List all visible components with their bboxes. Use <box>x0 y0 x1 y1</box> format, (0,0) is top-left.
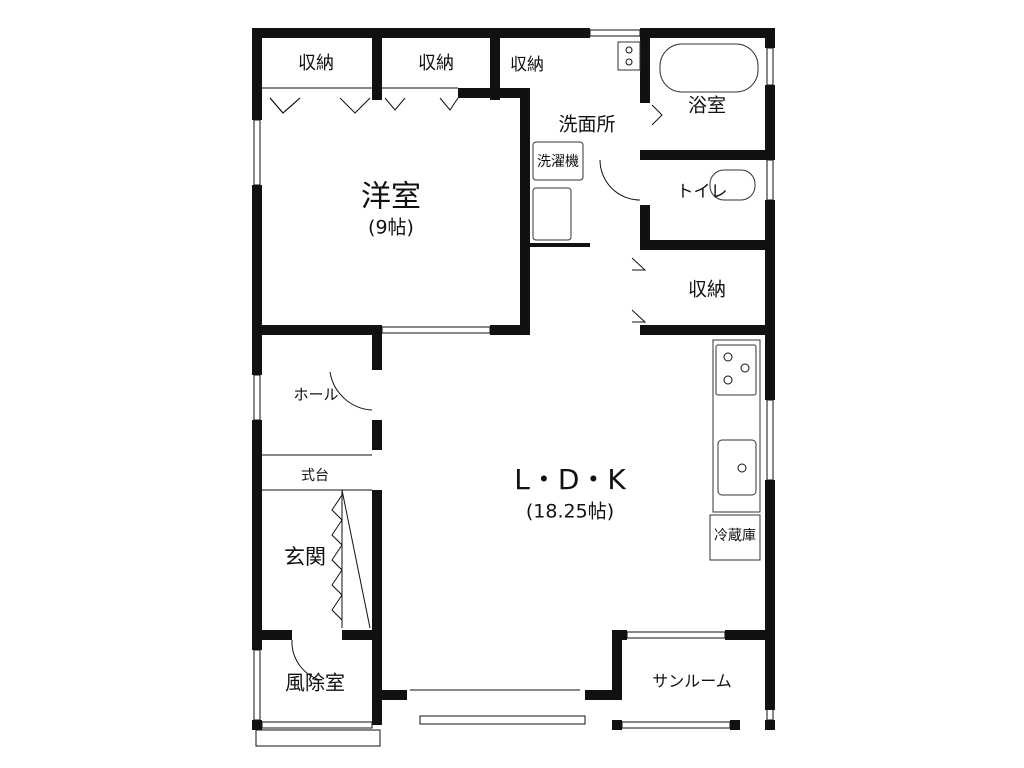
room-label-storage-1: 収納 <box>298 53 334 74</box>
stove-icon <box>715 344 757 396</box>
room-label-entrance: 玄関 <box>284 545 326 569</box>
toilet-icon <box>709 169 756 201</box>
room-label-washroom: 洗面所 <box>558 114 615 136</box>
room-label-hall: ホール <box>293 386 338 404</box>
bathtub-icon <box>659 43 759 93</box>
label-washing-machine: 洗濯機 <box>537 154 579 170</box>
room-size-western-room: (9帖) <box>368 217 414 239</box>
room-label-western-room: 洋室 <box>361 180 421 215</box>
fixtures <box>532 41 761 561</box>
room-label-storage-3: 収納 <box>510 55 544 75</box>
room-label-sunroom: サンルーム <box>652 672 732 691</box>
windows <box>253 29 774 747</box>
room-label-bathroom: 浴室 <box>688 95 726 117</box>
washbasin-icon <box>532 187 572 241</box>
room-label-storage-4: 収納 <box>688 279 726 301</box>
kitchen-sink-icon <box>717 439 757 496</box>
room-label-windbreak-room: 風除室 <box>285 671 345 695</box>
room-label-storage-2: 収納 <box>418 53 454 74</box>
walls <box>252 28 775 730</box>
label-refrigerator: 冷蔵庫 <box>714 527 756 544</box>
room-label-toilet: トイレ <box>677 182 728 202</box>
room-label-ldk: L・D・K <box>514 463 626 496</box>
label-step: 式台 <box>301 468 329 484</box>
room-size-ldk: (18.25帖) <box>526 501 614 523</box>
